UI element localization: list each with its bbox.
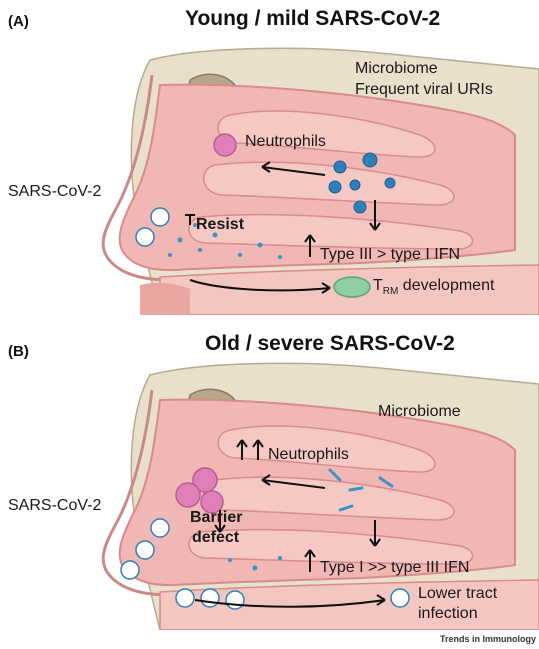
panel-b-title: Old / severe SARS-CoV-2 [205, 332, 455, 355]
virus-cluster [328, 152, 396, 214]
panel-b-barrier-1: Barrier [190, 509, 243, 526]
trm-rest: development [398, 277, 495, 294]
turbinate-middle [203, 476, 455, 521]
nose-skin [101, 74, 173, 281]
particles [228, 556, 282, 571]
panel-b-lower-2: infection [418, 605, 478, 622]
panel-a-letter: (A) [8, 13, 29, 30]
panel-b-letter: (B) [8, 343, 29, 360]
panel-b-lower-1: Lower tract [418, 585, 498, 602]
panel-a-ifn: Type III > type I IFN [320, 246, 461, 263]
panel-a-illustration [101, 47, 539, 315]
neutrophil-cells [175, 467, 224, 514]
journal-credit: Trends in Immunology [440, 634, 537, 644]
panel-b-barrier-2: defect [192, 529, 240, 546]
turbinate-lower [188, 213, 474, 250]
panel-b-microbiome: Microbiome [378, 403, 461, 420]
panel-a-trm: TRM development [373, 277, 494, 297]
panel-a-title: Young / mild SARS-CoV-2 [185, 7, 441, 30]
lip [140, 282, 190, 315]
panel-a-microbiome: Microbiome [355, 60, 438, 77]
virus-outside [135, 207, 170, 247]
arrows [185, 161, 381, 294]
panel-b-virus-label: SARS-CoV-2 [8, 497, 102, 514]
virus-outside [120, 518, 410, 610]
turbinate-lower [188, 528, 474, 565]
particles [168, 223, 282, 259]
panel-b-neutrophils: Neutrophils [268, 446, 349, 463]
panel-b-ifn: Type I >> type III IFN [320, 559, 470, 576]
panel-a-uri: Frequent viral URIs [355, 81, 493, 98]
turbinate-upper [217, 425, 436, 473]
panel-b-illustration [101, 362, 539, 630]
microbe-rods [328, 468, 394, 512]
turbinate-middle [203, 161, 455, 206]
nose-skin [101, 389, 173, 596]
trm-main: T [373, 277, 383, 294]
panel-a-resist: Resist [196, 216, 245, 233]
panel-a-neutrophils: Neutrophils [245, 133, 326, 150]
panel-a-virus-label: SARS-CoV-2 [8, 183, 102, 200]
trm-sub: RM [382, 286, 399, 298]
arrows [194, 439, 386, 608]
trm-cell [333, 276, 371, 298]
neutrophil-cell [213, 133, 237, 157]
